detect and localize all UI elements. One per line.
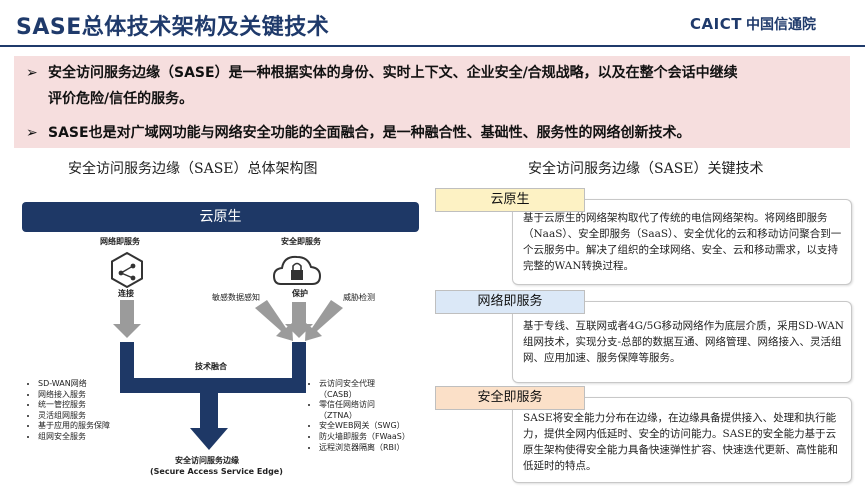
network-service-card: 基于专线、互联网或者4G/5G移动网络作为底层介质，采用SD-WAN组网技术，实… xyxy=(512,301,852,383)
list-item: 统一管控服务 xyxy=(38,400,110,411)
page-title: SASE总体技术架构及关键技术 xyxy=(16,15,330,40)
list-item: 基于应用的服务保障 xyxy=(38,421,110,432)
sensitive-data-label: 敏感数据感知 xyxy=(212,293,260,302)
title-divider xyxy=(0,45,865,47)
list-item: 灵活组网服务 xyxy=(38,411,110,422)
logo-en: CAICT xyxy=(690,15,742,33)
network-hexagon-icon xyxy=(111,251,143,289)
arrow-bullet-icon: ➢ xyxy=(26,125,38,141)
threat-diag-arrow xyxy=(305,300,343,341)
connect-label: 连接 xyxy=(118,289,134,298)
cloud-native-tag: 云原生 xyxy=(435,188,585,212)
security-service-text: SASE将安全能力分布在边缘，在边缘具备提供接入、处理和执行能力，提供全网内低延… xyxy=(523,412,838,472)
summary-box: ➢ 安全访问服务边缘（SASE）是一种根据实体的身份、实时上下文、企业安全/合规战… xyxy=(14,56,850,148)
list-item: 远程浏览器隔离（RBI） xyxy=(319,443,410,454)
logo-cn: 中国信通院 xyxy=(745,17,816,33)
network-service-label: 网络即服务 xyxy=(100,237,140,246)
cloud-native-card: 基于云原生的网络架构取代了传统的电信网络架构。将网络即服务（NaaS）、安全即服… xyxy=(512,199,852,285)
summary-bullet-1: ➢ 安全访问服务边缘（SASE）是一种根据实体的身份、实时上下文、企业安全/合规战… xyxy=(26,60,841,112)
left-section-title: 安全访问服务边缘（SASE）总体架构图 xyxy=(68,161,318,177)
summary-bullet-2: ➢ SASE也是对广域网功能与网络安全功能的全面融合，是一种融合性、基础性、服务性… xyxy=(26,120,841,146)
list-item: 云访问安全代理 xyxy=(319,379,410,390)
edge-en-label: (Secure Access Service Edge) xyxy=(150,467,283,476)
bullet-1-line1: 安全访问服务边缘（SASE）是一种根据实体的身份、实时上下文、企业安全/合规战略… xyxy=(48,65,738,81)
sensitive-diag-arrow xyxy=(255,300,293,341)
bullet-1-line2: 评价危险/信任的服务。 xyxy=(48,91,194,107)
security-service-label: 安全即服务 xyxy=(281,237,321,246)
right-section-title: 安全访问服务边缘（SASE）关键技术 xyxy=(528,161,764,177)
security-service-list: 云访问安全代理 （CASB） 零信任网络访问 （ZTNA） 安全WEB网关（SW… xyxy=(309,379,410,453)
cloud-native-text: 基于云原生的网络架构取代了传统的电信网络架构。将网络即服务（NaaS）、安全即服… xyxy=(523,212,842,272)
cloud-native-bar: 云原生 xyxy=(22,202,419,232)
threat-detection-label: 威胁检测 xyxy=(343,293,375,302)
list-item: （ZTNA） xyxy=(319,410,357,420)
cloud-lock-icon xyxy=(272,255,322,285)
architecture-diagram xyxy=(111,251,343,450)
network-service-tag: 网络即服务 xyxy=(435,290,585,314)
list-item: SD-WAN网络 xyxy=(38,379,110,390)
list-item: 网络接入服务 xyxy=(38,390,110,401)
security-service-tag: 安全即服务 xyxy=(435,386,585,410)
list-item: （CASB） xyxy=(319,389,357,399)
edge-cn-label: 安全访问服务边缘 xyxy=(175,456,239,465)
navy-fusion-arrows xyxy=(120,342,306,450)
network-service-text: 基于专线、互联网或者4G/5G移动网络作为底层介质，采用SD-WAN组网技术，实… xyxy=(523,320,844,364)
tech-fusion-label: 技术融合 xyxy=(195,362,227,371)
list-item: 安全WEB网关（SWG） xyxy=(319,421,410,432)
arrow-bullet-icon: ➢ xyxy=(26,65,38,81)
security-service-card: SASE将安全能力分布在边缘，在边缘具备提供接入、处理和执行能力，提供全网内低延… xyxy=(512,397,852,483)
gray-arrows xyxy=(113,300,343,341)
list-item: 组网安全服务 xyxy=(38,432,110,443)
list-item: 防火墙即服务（FWaaS） xyxy=(319,432,410,443)
list-item: 零信任网络访问 xyxy=(319,400,410,411)
bullet-2-line1: SASE也是对广域网功能与网络安全功能的全面融合，是一种融合性、基础性、服务性的… xyxy=(48,125,691,141)
connect-down-arrow xyxy=(113,300,141,338)
protect-label: 保护 xyxy=(292,289,308,298)
network-service-list: SD-WAN网络 网络接入服务 统一管控服务 灵活组网服务 基于应用的服务保障 … xyxy=(28,379,110,443)
